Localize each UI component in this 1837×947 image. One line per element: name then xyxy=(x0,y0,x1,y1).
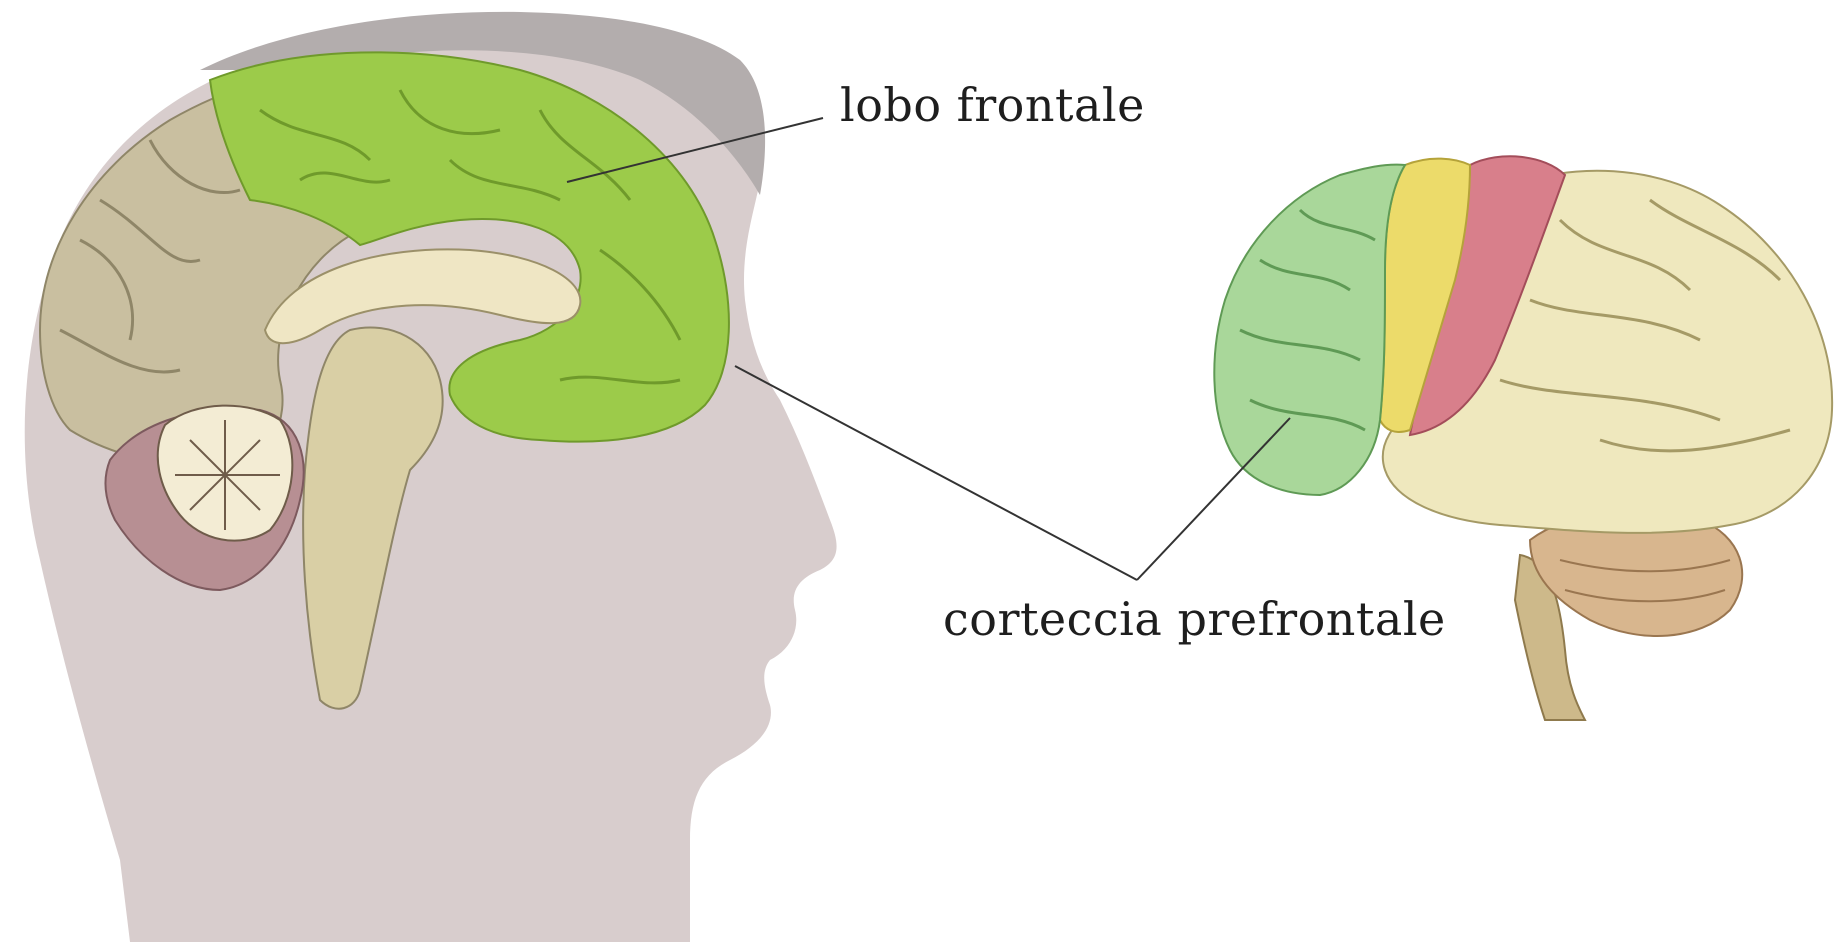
head-figure xyxy=(25,12,837,942)
frontal-lobe-label: lobo frontale xyxy=(840,78,1145,132)
leader-line-prefrontal-brain xyxy=(1137,418,1290,580)
prefrontal-cortex-label: corteccia prefrontale xyxy=(943,592,1446,646)
